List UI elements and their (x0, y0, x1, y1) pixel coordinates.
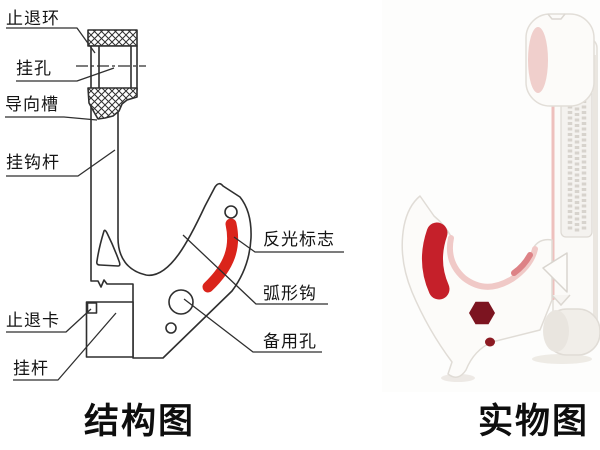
bottom-small-hole (165, 322, 177, 334)
photo-inner-pink-lining (446, 235, 538, 290)
photo-foot-shadow (441, 374, 475, 382)
photo-hex-hole (469, 301, 495, 325)
leader-hang-bar (13, 312, 117, 381)
leader-arc-hook (182, 234, 328, 305)
structural-diagram-drawing (5, 27, 344, 381)
leader-lines (5, 27, 344, 381)
leader-reflective-mark (233, 236, 344, 253)
label-stop-ring: 止退环 (6, 9, 60, 28)
label-hook-rod: 挂钩杆 (6, 153, 60, 172)
hook-body-outline (90, 103, 252, 359)
caption-structure-diagram: 结构图 (84, 402, 196, 441)
photo-embossed-texture (567, 78, 587, 234)
top-small-hole (224, 205, 238, 219)
photo-head-pink (528, 27, 548, 93)
photo-head-notch (547, 13, 566, 20)
photo-triangle-cutout (542, 252, 568, 293)
label-spare-hole: 备用孔 (263, 332, 317, 351)
leader-hang-hole (16, 67, 115, 82)
spare-hole (168, 289, 194, 315)
stop-clip-notch (86, 302, 98, 314)
leader-stop-ring (6, 27, 96, 54)
stop-ring-hatch (87, 29, 138, 47)
photo-cylinder-end (543, 310, 569, 352)
leader-guide-groove (5, 116, 98, 121)
label-reflective-mark: 反光标志 (263, 230, 335, 249)
label-hang-bar: 挂杆 (13, 359, 49, 378)
triangle-slot-hole (96, 229, 121, 267)
photo-reflective-sticker (422, 222, 450, 300)
photo-cylinder-shadow (532, 354, 592, 364)
label-hang-hole: 挂孔 (16, 59, 52, 78)
label-guide-groove: 导向槽 (5, 95, 59, 114)
leader-hook-rod (6, 149, 116, 177)
label-arc-hook: 弧形钩 (263, 284, 317, 303)
caption-product-photo: 实物图 (478, 402, 590, 441)
label-stop-clip: 止退卡 (6, 311, 60, 330)
photo-small-hole (485, 337, 495, 347)
reflective-stripe (202, 218, 239, 293)
leader-spare-hole (183, 298, 322, 353)
product-photo-drawing (382, 0, 600, 392)
leader-stop-clip (6, 308, 92, 333)
photo-v-notch (551, 294, 571, 307)
photo-inner-red-accent (511, 252, 533, 276)
guide-groove-hatch (87, 87, 138, 120)
